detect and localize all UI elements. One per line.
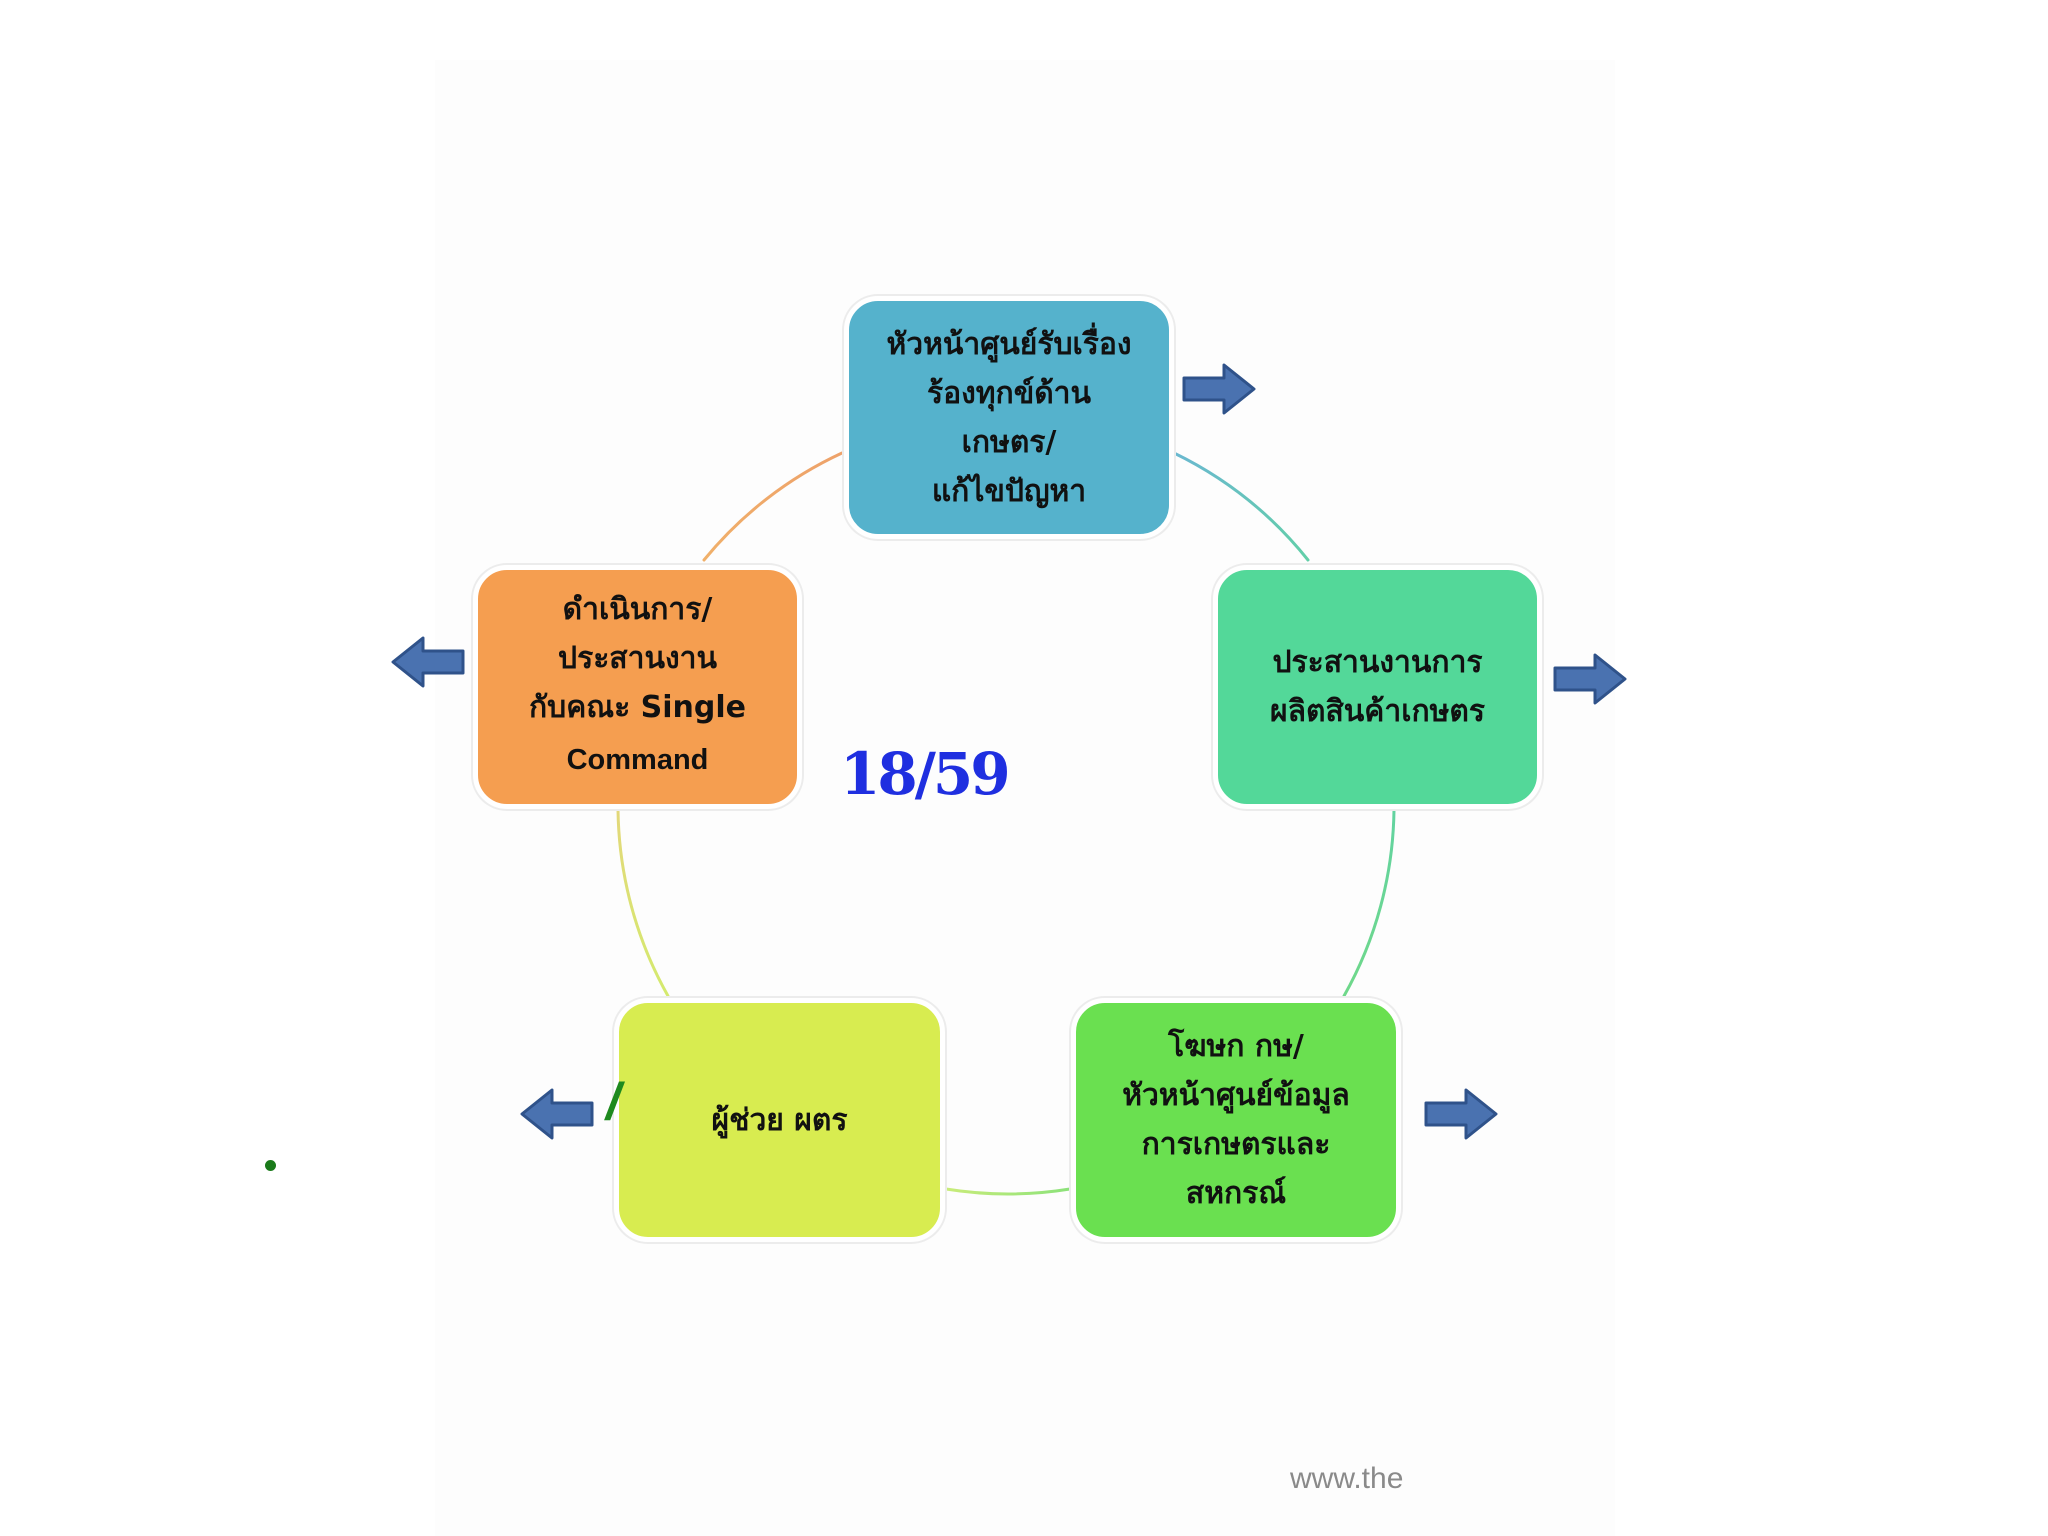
node-top-line-4: แก้ไขปัญหา	[931, 473, 1087, 509]
node-top-line-3: เกษตร/	[961, 424, 1057, 460]
arrow-right-icon	[1180, 361, 1258, 417]
node-left-line-2: ประสานงาน	[558, 641, 717, 676]
arrow-left-icon	[518, 1086, 596, 1142]
node-top-line-1: หัวหน้าศูนย์รับเรื่อง	[886, 326, 1132, 362]
node-left-line-3: กับคณะ Single	[528, 690, 747, 725]
dot-mark	[265, 1160, 276, 1171]
ring-arc-right	[1342, 808, 1396, 998]
node-br-line-4: สหกรณ์	[1185, 1176, 1287, 1211]
node-br-line-1: โฆษก กษ/	[1168, 1029, 1304, 1064]
node-assistant: ผู้ช่วย ผตร	[614, 998, 945, 1242]
ring-arc-top-right	[1172, 451, 1310, 562]
node-br-line-3: การเกษตรและ	[1141, 1127, 1331, 1162]
node-single-command-coordination: ดำเนินการ/ ประสานงาน กับคณะ Single Comma…	[473, 565, 802, 809]
node-top-line-2: ร้องทุกข์ด้าน	[926, 375, 1092, 411]
node-bl-line-1: ผู้ช่วย ผตร	[711, 1102, 848, 1138]
ring-arc-bottom	[944, 1187, 1072, 1196]
node-production-coordination: ประสานงานการ ผลิตสินค้าเกษตร	[1213, 565, 1542, 809]
node-right-line-1: ประสานงานการ	[1272, 645, 1483, 680]
watermark: www.the	[1290, 1462, 1404, 1495]
arrow-right-icon	[1422, 1086, 1500, 1142]
center-label: 18/59	[840, 740, 1011, 808]
slash-mark: /	[606, 1073, 621, 1131]
ring-arc-top-left	[702, 451, 844, 562]
node-spokesperson-info-center: โฆษก กษ/ หัวหน้าศูนย์ข้อมูล การเกษตรและ …	[1071, 998, 1401, 1242]
ring-arc-left	[616, 808, 670, 998]
node-left-line-4: Command	[566, 744, 709, 776]
node-right-line-2: ผลิตสินค้าเกษตร	[1270, 694, 1485, 729]
arrow-right-icon	[1551, 651, 1629, 707]
node-complaint-center-head: หัวหน้าศูนย์รับเรื่อง ร้องทุกข์ด้าน เกษต…	[844, 296, 1174, 539]
arrow-left-icon	[389, 634, 467, 690]
node-br-line-2: หัวหน้าศูนย์ข้อมูล	[1122, 1078, 1350, 1113]
node-left-line-1: ดำเนินการ/	[562, 592, 713, 627]
